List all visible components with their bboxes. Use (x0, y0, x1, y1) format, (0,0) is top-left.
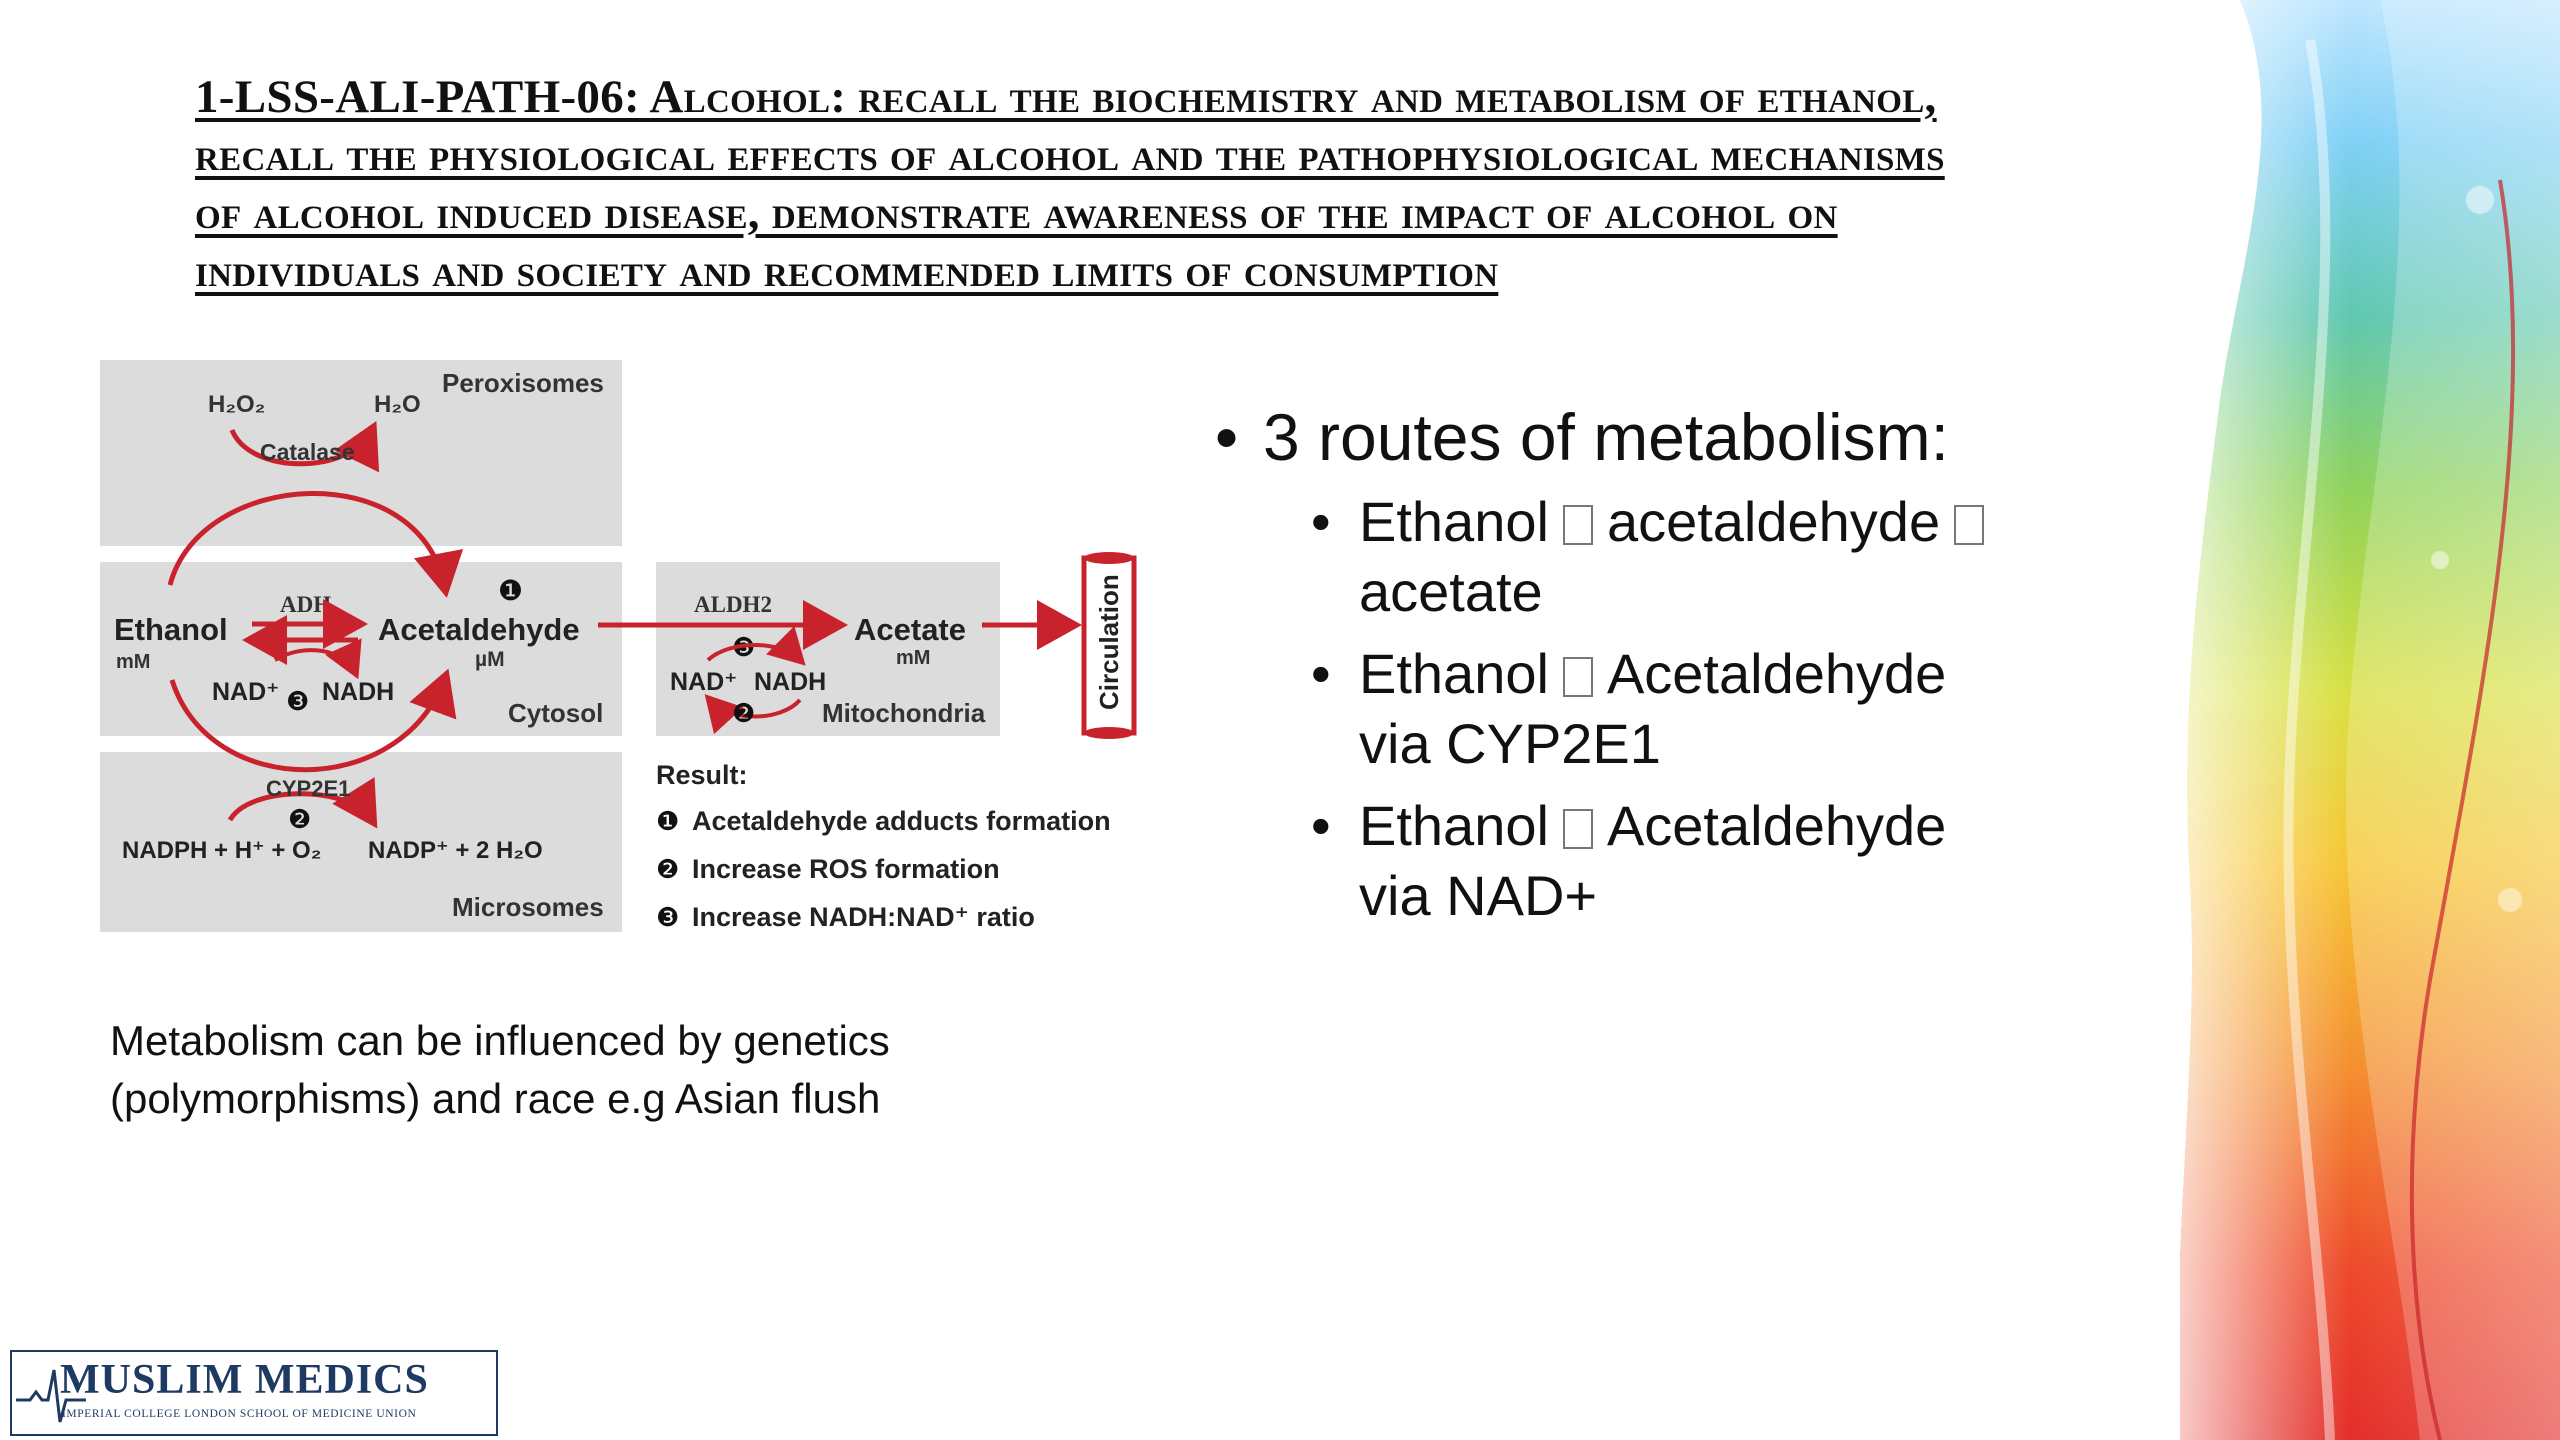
bullet-route-3: Ethanol Acetaldehyde via NAD+ (1311, 791, 2095, 931)
acetate-unit: mM (896, 647, 930, 669)
nadp-label: NADP⁺ + 2 H₂O (368, 837, 543, 864)
nad-cycle-arrow (273, 638, 362, 680)
title-line-4: individuals and society and recommended … (195, 245, 1499, 297)
route-1-end: acetate (1359, 560, 1543, 623)
nadh-label: NADH (322, 678, 394, 706)
num-2-marker-microsome: ❷ (288, 804, 311, 834)
genetics-note: Metabolism can be influenced by genetics… (110, 1012, 1070, 1128)
note-line-2: (polymorphisms) and race e.g Asian flush (110, 1075, 881, 1122)
bullet-route-2: Ethanol Acetaldehyde via CYP2E1 (1311, 639, 2095, 779)
route-2-mid: Acetaldehyde (1606, 642, 1947, 705)
result-3-num: ❸ (656, 902, 679, 932)
route-3-start: Ethanol (1359, 794, 1549, 857)
missing-arrow-glyph-icon (1562, 809, 1593, 849)
nadh-mito-label: NADH (754, 668, 826, 696)
peroxisomes-label: Peroxisomes (442, 368, 604, 398)
route-2-end: via CYP2E1 (1359, 712, 1661, 775)
route-1-mid: acetaldehyde (1606, 490, 1941, 553)
acetate-label: Acetate (854, 612, 966, 647)
result-2-num: ❷ (656, 854, 679, 884)
catalase-label: Catalase (260, 439, 355, 465)
cyp2e1-arrow (227, 777, 378, 829)
ethanol-metabolism-figure: Circulation Peroxisomes H₂O₂ H₂O Catalas… (100, 360, 1137, 932)
mito-top-cycle-arrow (706, 626, 806, 666)
acetaldehyde-unit: µM (475, 648, 505, 671)
cytosol-label: Cytosol (508, 698, 603, 728)
result-1-num: ❶ (656, 806, 679, 836)
missing-arrow-glyph-icon (1954, 505, 1985, 545)
num-3-marker-cytosol: ❸ (286, 686, 309, 716)
muslim-medics-logo: MUSLIM MEDICS IMPERIAL COLLEGE LONDON SC… (10, 1350, 498, 1436)
result-3-text: Increase NADH:NAD⁺ ratio (692, 902, 1035, 932)
rainbow-ribbon-decoration (2180, 0, 2560, 1440)
ecg-heartbeat-icon (16, 1369, 86, 1423)
logo-subtitle: IMPERIAL COLLEGE LONDON SCHOOL OF MEDICI… (62, 1408, 417, 1420)
nad-mito-label: NAD⁺ (670, 668, 737, 696)
route-3-mid: Acetaldehyde (1606, 794, 1947, 857)
ethanol-label: Ethanol (114, 612, 228, 647)
adh-label: ADH (280, 592, 331, 617)
microsomes-label: Microsomes (452, 892, 604, 922)
microsome-cycle-arrow (169, 668, 457, 773)
slide-title: 1-LSS-ALI-PATH-06: Alcohol: recall the b… (195, 68, 2345, 300)
title-line-3: of alcohol induced disease, demonstrate … (195, 187, 1838, 239)
result-1-text: Acetaldehyde adducts formation (692, 806, 1111, 836)
catalase-arrow (229, 421, 380, 473)
aldh2-label: ALDH2 (694, 592, 772, 617)
route-3-end: via NAD+ (1359, 864, 1598, 927)
cyp2e1-label: CYP2E1 (266, 776, 350, 801)
route-1-start: Ethanol (1359, 490, 1549, 553)
logo-name: MUSLIM MEDICS (60, 1357, 429, 1403)
mitochondria-label: Mitochondria (822, 698, 986, 728)
title-line-2: recall the physiological effects of alco… (195, 129, 1945, 181)
metabolism-bullets: 3 routes of metabolism: Ethanol acetaldeh… (1215, 395, 2095, 943)
note-line-1: Metabolism can be influenced by genetics (110, 1017, 890, 1064)
num-1-marker: ❶ (498, 575, 523, 606)
result-2-text: Increase ROS formation (692, 854, 1000, 884)
acetaldehyde-label: Acetaldehyde (378, 612, 580, 647)
title-line-1: 1-LSS-ALI-PATH-06: Alcohol: recall the b… (195, 71, 1937, 123)
ethanol-unit: mM (116, 651, 150, 673)
num-2-marker-mito: ❷ (732, 698, 755, 728)
bullet-heading: 3 routes of metabolism: (1215, 395, 2095, 479)
mito-bottom-cycle-arrow (704, 694, 802, 735)
circulation-label: Circulation (1094, 574, 1124, 710)
missing-arrow-glyph-icon (1562, 505, 1593, 545)
peroxisome-cycle-arrow (167, 491, 464, 598)
nadph-label: NADPH + H⁺ + O₂ (122, 837, 321, 864)
route-2-start: Ethanol (1359, 642, 1549, 705)
h2o-label: H₂O (374, 391, 421, 418)
nad-label: NAD⁺ (212, 678, 279, 706)
bullet-route-1: Ethanol acetaldehyde acetate (1311, 487, 2095, 627)
h2o2-label: H₂O₂ (208, 391, 265, 418)
result-heading: Result: (656, 760, 748, 790)
circulation-cylinder: Circulation (1081, 552, 1137, 739)
missing-arrow-glyph-icon (1562, 657, 1593, 697)
